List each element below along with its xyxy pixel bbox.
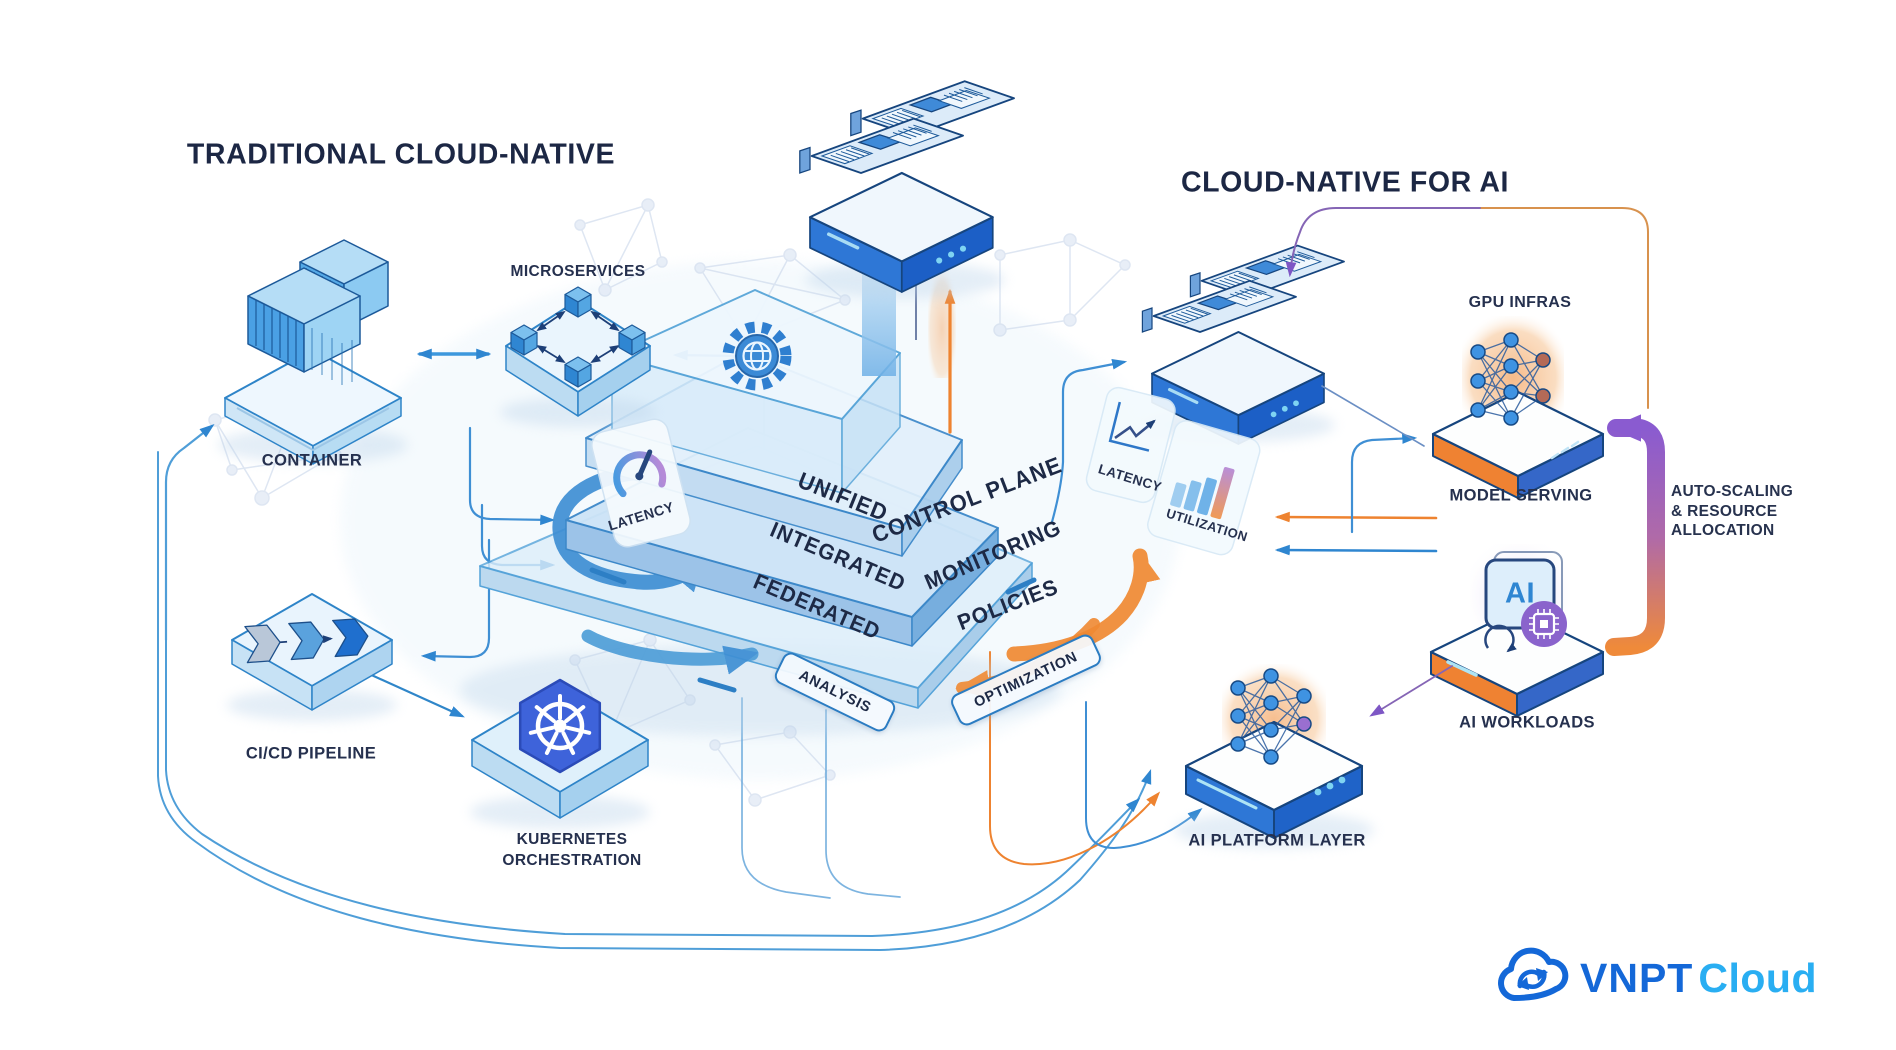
logo-brand-text: VNPT bbox=[1580, 955, 1694, 1001]
utilization-chart-card bbox=[1147, 419, 1261, 556]
autoscaling-line1: AUTO-SCALING bbox=[1671, 483, 1794, 500]
line-platform-bottom-2 bbox=[825, 709, 901, 898]
label-gpu-infras: GPU INFRAS bbox=[1468, 294, 1572, 311]
loop-left-sweep-b bbox=[165, 639, 1141, 937]
arrow-platform-to-cicd bbox=[420, 538, 491, 662]
label-model-serving: MODEL SERVING bbox=[1449, 486, 1593, 505]
arrow-loop-to-container bbox=[164, 424, 215, 642]
autoscaling-line2: & RESOURCE bbox=[1671, 502, 1778, 520]
label-kubernetes-line2: ORCHESTRATION bbox=[502, 852, 642, 869]
autoscaling-line3: ALLOCATION bbox=[1671, 522, 1775, 539]
arrow-up-to-model-serving bbox=[1350, 433, 1418, 534]
loop-left-sweep-a bbox=[157, 451, 1152, 951]
logo-product-text: Cloud bbox=[1698, 955, 1817, 1001]
label-cicd-pipeline: CI/CD PIPELINE bbox=[245, 744, 377, 763]
arrow-cicd-to-kubernetes bbox=[354, 666, 465, 718]
autoscaling-thick-arrow bbox=[1605, 414, 1665, 656]
label-ai-platform-layer: AI PLATFORM LAYER bbox=[1188, 831, 1366, 850]
label-kubernetes-orchestration: KUBERNETES ORCHESTRATION bbox=[502, 829, 641, 871]
line-gpu-server-to-model-serving bbox=[1321, 385, 1425, 447]
arrow-platform-to-gpu-server bbox=[1050, 358, 1128, 524]
latency-chart-card bbox=[1085, 386, 1176, 504]
ai-chip-text: AI bbox=[1505, 577, 1535, 610]
cloud-sync-icon bbox=[1498, 947, 1569, 1001]
arrow-right-to-platform-blue bbox=[1274, 544, 1438, 556]
kubernetes-icon bbox=[470, 678, 650, 829]
label-microservices: MICROSERVICES bbox=[510, 263, 646, 280]
model-serving-node bbox=[1431, 316, 1605, 499]
title-cloud-native-for-ai: CLOUD-NATIVE FOR AI bbox=[1180, 166, 1510, 199]
container-icon bbox=[218, 239, 408, 465]
line-platform-bottom-1 bbox=[741, 697, 831, 899]
arrow-ai-workloads-to-ai-platform bbox=[1369, 665, 1453, 717]
swoosh-blue-small bbox=[581, 629, 759, 675]
gpu-server-top bbox=[798, 79, 1016, 298]
line-optimization-to-ai-platform-orange bbox=[989, 651, 1161, 866]
label-ai-workloads: AI WORKLOADS bbox=[1459, 713, 1595, 732]
line-chart-icon bbox=[1108, 401, 1150, 452]
cicd-pipeline-icon bbox=[227, 593, 397, 721]
autoscaling-loop-line-orange bbox=[1479, 207, 1649, 409]
neural-network-icon bbox=[1230, 668, 1312, 765]
gear-globe-icon bbox=[722, 321, 792, 391]
latency-gauge-card bbox=[591, 418, 691, 548]
ai-platform-layer-node bbox=[1174, 664, 1374, 848]
autoscaling-annotation: AUTO-SCALING & RESOURCE ALLOCATION bbox=[1671, 482, 1793, 541]
label-kubernetes-line1: KUBERNETES bbox=[516, 831, 628, 848]
neural-network-icon bbox=[1470, 332, 1551, 426]
speedometer-icon bbox=[613, 449, 667, 498]
ai-workloads-node bbox=[1429, 544, 1605, 717]
title-traditional-cloud-native: TRADITIONAL CLOUD-NATIVE bbox=[186, 138, 616, 171]
arrow-microservices-to-platform-1 bbox=[468, 426, 556, 526]
autoscaling-loop-line-purple bbox=[1285, 207, 1481, 278]
bar-chart-icon bbox=[1170, 467, 1235, 520]
label-container: CONTAINER bbox=[261, 451, 363, 470]
arrow-right-to-platform-orange bbox=[1274, 511, 1438, 523]
platform-edge-dashes bbox=[589, 567, 1037, 693]
ai-chip-icon bbox=[1484, 551, 1567, 653]
microservices-icon bbox=[500, 286, 656, 427]
